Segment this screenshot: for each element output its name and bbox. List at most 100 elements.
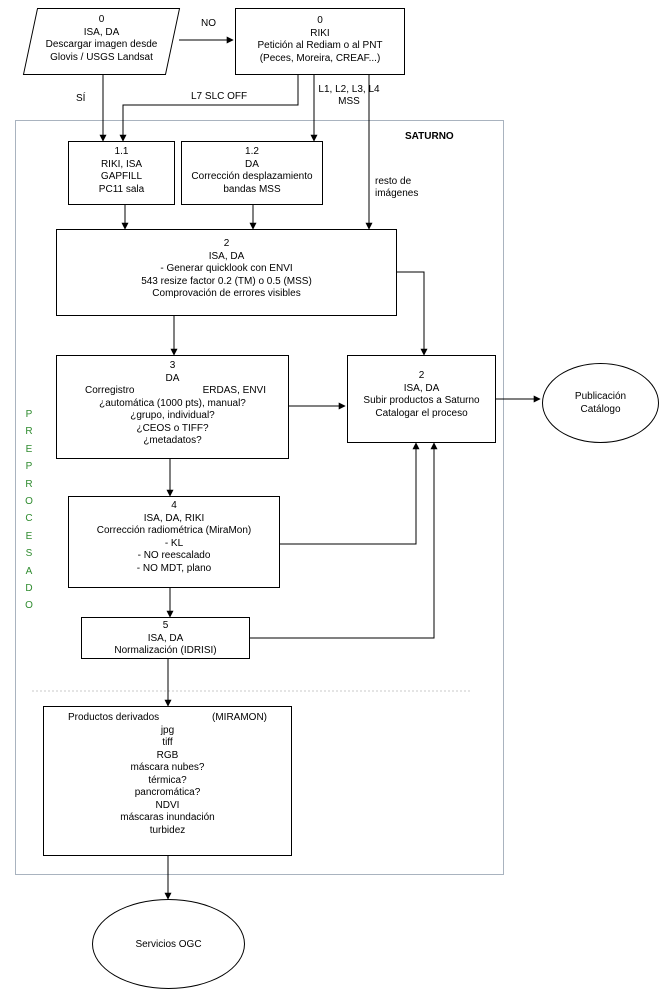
text-line: - Generar quicklook con ENVI [160,263,293,274]
edge-label-no: NO [201,18,216,29]
saturno-title: SATURNO [405,131,454,142]
side-label-letter: S [25,548,33,560]
text-line: RIKI, ISA [100,158,143,170]
text-line: pancromática? [134,787,201,798]
text-line: Servicios OGC [135,938,202,950]
text-line: PC11 sala [98,183,145,195]
text-line: jpg [160,724,175,736]
edge-slc-off [119,75,299,142]
text-line: NDVI [155,799,180,811]
text-line: 0 [98,14,105,25]
registration-label: Corregistro [85,385,135,396]
text-line: 543 resize factor 0.2 (TM) o 0.5 (MSS) [141,275,312,287]
text-line: máscaras inundación [120,812,215,823]
side-label-letter: P [25,461,33,473]
products-title: Productos derivados [68,712,160,723]
text-line: Subir productos a Saturno [363,395,480,406]
text-line: RIKI [310,27,330,39]
text-line: ¿CEOS o TIFF? [136,422,209,434]
text-line: resto de [375,176,412,187]
text-line: 2 [223,238,230,249]
edge-label-slc-off: L7 SLC OFF [191,91,248,102]
registration-tools: ERDAS, ENVI [202,385,266,396]
text-line: imágenes [375,188,419,199]
edge-radiometric-upload [280,442,420,545]
text-line: Corrección radiométrica (MiraMon) [96,525,252,536]
text-line: - NO MDT, plano [136,562,212,574]
text-line: Corrección desplazamiento [191,171,313,182]
saturno-region [15,120,504,875]
registration-questions: ¿automática (1000 pts), manual?¿grupo, i… [67,398,278,448]
text-line: Publicación [574,391,627,402]
text-line: - NO reescalado [137,550,211,561]
text-line: ¿grupo, individual? [130,410,215,421]
text-line: térmica? [148,774,187,786]
text-line: tiff [162,737,173,748]
edge-label-si: SÍ [76,93,86,104]
text-line: ISA, DA [147,632,184,644]
text-line: Glovis / USGS Landsat [50,51,153,63]
text-line: Catalogar el proceso [375,407,468,419]
text-line: Descargar imagen desde [45,39,158,50]
text-line: - KL [164,537,184,549]
side-label-letter: A [25,565,33,577]
text-line: Catálogo [580,404,621,415]
text-line: ¿metadatos? [143,435,202,446]
text-line: 3 [169,360,176,371]
text-line: L1, L2, L3, L4 [318,84,380,95]
side-label-letter: O [25,496,33,508]
side-label-letter: O [25,600,33,612]
text-line: Comprovación de errores visibles [152,288,301,299]
text-line: MSS [338,96,360,107]
text-line: GAPFILL [100,171,143,182]
text-line: DA [165,372,180,384]
text-line: DA [245,158,259,170]
text-line: 4 [171,500,177,511]
side-label-letter: R [25,426,33,438]
side-label-letter: P [25,409,33,420]
products-tool: (MIRAMON) [212,712,267,723]
node-ogc-services: Servicios OGC [92,899,245,989]
text-line: RGB [156,749,179,761]
text-line: bandas MSS [223,183,281,195]
edge-normalization-upload [250,442,438,639]
text-line: 1.2 [245,146,259,157]
text-line: 5 [162,620,169,631]
registration-tool-row: Corregistro ERDAS, ENVI [67,385,278,398]
side-label-letter: R [25,478,33,490]
side-label-letter: D [25,583,33,595]
text-line: ¿automática (1000 pts), manual? [99,397,246,409]
text-line: turbidez [149,824,186,836]
edge-quicklook-upload [397,271,428,356]
text-line: ISA, DA [83,26,120,38]
products-header: Productos derivados (MIRAMON) [52,712,283,725]
text-line: (Peces, Moreira, CREAF...) [259,52,381,64]
side-label-letter: E [25,530,33,542]
side-label-letter: C [25,513,33,525]
text-line: máscara nubes? [130,762,205,773]
text-line: 2 [418,370,425,381]
text-line: Petición al Rediam o al PNT [257,40,383,51]
side-label-letter: E [25,443,33,455]
text-line: 0 [317,15,323,26]
text-line: 1.1 [114,146,129,157]
